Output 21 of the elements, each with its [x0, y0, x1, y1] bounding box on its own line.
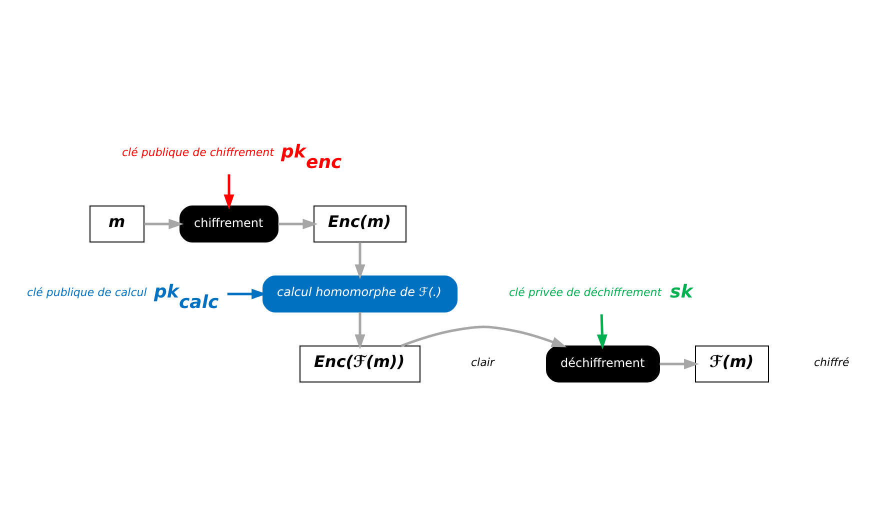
- node-text: sk: [670, 280, 692, 302]
- node-box: chiffrement: [179, 205, 278, 242]
- node-box: déchiffrement: [546, 345, 660, 382]
- node-label: clé privée de déchiffrement: [508, 285, 662, 298]
- arrow: [354, 242, 365, 279]
- arrow: [659, 358, 699, 369]
- node-box: Enc(m): [313, 205, 406, 242]
- node-box: Enc(ℱ(m)): [299, 345, 420, 382]
- arrow: [223, 174, 234, 210]
- node-box: ℱ(m): [694, 345, 768, 382]
- node-label: clé publique de chiffrement: [122, 145, 274, 158]
- label: chiffré: [814, 355, 849, 368]
- label: clair: [470, 355, 494, 368]
- node-box: m: [89, 205, 144, 242]
- arrow: [400, 325, 566, 347]
- arrow: [596, 314, 607, 350]
- node-box: calcul homomorphe de ℱ(.): [262, 275, 457, 312]
- node-label: clé publique de calcul: [26, 285, 146, 298]
- arrow: [278, 218, 318, 229]
- arrow: [354, 312, 365, 349]
- arrow: [144, 218, 184, 229]
